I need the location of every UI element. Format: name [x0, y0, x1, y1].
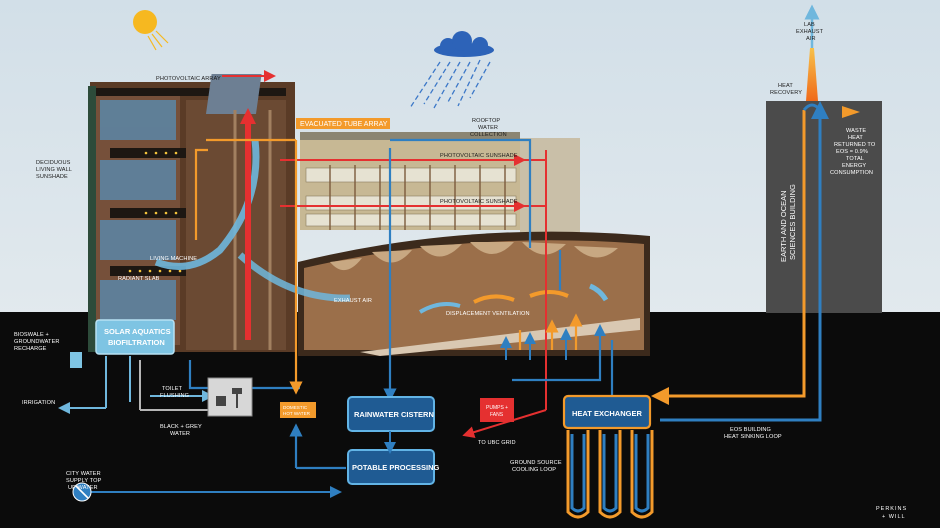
rain-cloud-icon — [409, 31, 494, 109]
label-toilet-1: TOILET — [162, 386, 183, 392]
waste-heat-flag-icon — [842, 106, 860, 118]
atrium-mullions — [329, 165, 506, 230]
label-toilet-2: FLUSHING — [160, 393, 189, 399]
label-solar-aquatics-1: SOLAR AQUATICS — [104, 327, 171, 336]
stack-heat-arrowhead — [240, 108, 256, 124]
label-pv-sunshade-1: PHOTOVOLTAIC SUNSHADE — [440, 153, 518, 159]
label-black-grey-2: WATER — [170, 431, 190, 437]
label-deciduous-1: DECIDUOUS — [36, 160, 71, 166]
label-evacuated-tube: EVACUATED TUBE ARRAY — [300, 121, 388, 128]
exhaust-stack — [806, 48, 818, 101]
label-waste-heat-7: CONSUMPTION — [830, 170, 873, 176]
label-waste-heat-5: TOTAL — [846, 156, 864, 162]
label-displacement-ventilation: DISPLACEMENT VENTILATION — [446, 311, 530, 317]
evacuated-tube-tag — [296, 118, 390, 129]
label-bioswale-3: RECHARGE — [14, 346, 47, 352]
pumps-fans-box — [480, 398, 514, 422]
label-deciduous-3: SUNSHADE — [36, 174, 68, 180]
eos-building-label: EARTH AND OCEAN SCIENCES BUILDING — [779, 184, 797, 262]
label-heat-recovery-1: HEAT — [778, 83, 793, 89]
label-pumps-2: FANS — [490, 412, 504, 418]
label-rooftop-3: COLLECTION — [470, 132, 507, 138]
heating-pipes — [194, 138, 583, 395]
heat-exchanger-box — [562, 394, 652, 430]
label-domestic-1: DOMESTIC — [283, 405, 308, 410]
label-living-machine: LIVING MACHINE — [150, 256, 197, 262]
label-waste-heat-2: HEAT — [848, 135, 863, 141]
label-bioswale-1: BIOSWALE + — [14, 332, 49, 338]
hall-vaults — [330, 242, 618, 271]
evacuated-tube-roof — [300, 132, 520, 140]
water-meter-needle — [75, 485, 89, 499]
atrium-windows — [305, 167, 517, 227]
solar-aquatics-tank — [95, 319, 175, 355]
label-pv-sunshade-2: PHOTOVOLTAIC SUNSHADE — [440, 199, 518, 205]
water-pipes — [188, 138, 614, 470]
label-domestic-2: HOT WATER — [283, 411, 311, 416]
pv-arrows — [300, 154, 526, 212]
label-eos-loop-1: EOS BUILDING — [730, 427, 771, 433]
label-lab-exhaust-2: EXHAUST — [796, 29, 824, 35]
label-exhaust-air: EXHAUST AIR — [334, 298, 372, 304]
label-ground-source-2: COOLING LOOP — [512, 467, 556, 473]
label-deciduous-2: LIVING WALL — [36, 167, 72, 173]
hall-air-2 — [418, 302, 461, 314]
label-heat-recovery-2: RECOVERY — [770, 90, 802, 96]
bioswale-well — [70, 352, 82, 368]
radiant-slab-dots — [128, 151, 182, 273]
perkins-will-logo-2: + WILL — [882, 514, 906, 520]
label-heat-exchanger: HEAT EXCHANGER — [572, 409, 642, 418]
exhaust-air-flow — [237, 252, 351, 302]
label-radiant-slab: RADIANT SLAB — [118, 276, 160, 282]
label-city-water-3: UP WATER — [68, 485, 98, 491]
label-waste-heat-1: WASTE — [846, 128, 866, 134]
photovoltaic-array — [205, 74, 262, 114]
label-rainwater-cistern: RAINWATER CISTERN — [354, 410, 434, 419]
main-windows — [100, 100, 176, 320]
label-lab-exhaust-3: AIR — [806, 36, 816, 42]
washroom-fixtures — [207, 377, 253, 417]
perkins-will-logo-1: PERKINS — [876, 506, 907, 512]
eos-heat-loop-orange — [651, 110, 806, 405]
label-to-ubc-grid: TO UBC GRID — [478, 440, 516, 446]
sun-icon — [133, 10, 169, 51]
label-pumps-1: PUMPS + — [486, 405, 508, 411]
supply-air-flow — [154, 139, 260, 270]
hall-warm-air-1 — [473, 294, 515, 304]
label-photovoltaic-array: PHOTOVOLTAIC ARRAY — [156, 76, 221, 82]
label-eos-loop-2: HEAT SINKING LOOP — [724, 434, 782, 440]
label-potable-processing: POTABLE PROCESSING — [352, 463, 440, 472]
toilet-icon — [216, 388, 242, 408]
label-waste-heat-6: ENERGY — [842, 163, 866, 169]
blackwater-line — [139, 360, 208, 411]
label-city-water-1: CITY WATER — [66, 471, 101, 477]
label-lab-exhaust-1: LAB — [804, 22, 815, 28]
label-waste-heat-4: EOS = 0.9% — [836, 149, 868, 155]
label-irrigation: IRRIGATION — [22, 400, 55, 406]
label-waste-heat-3: RETURNED TO — [834, 142, 876, 148]
label-solar-aquatics-2: BIOFILTRATION — [108, 338, 165, 347]
hall-air-1 — [588, 283, 609, 302]
label-rooftop-1: ROOFTOP — [472, 118, 500, 124]
label-city-water-2: SUPPLY TOP — [66, 478, 102, 484]
eos-building — [766, 101, 882, 313]
hall-warm-air-2 — [529, 290, 569, 298]
label-bioswale-2: GROUNDWATER — [14, 339, 60, 345]
label-eos-building-1: EARTH AND OCEAN — [779, 190, 788, 262]
hall-supply-arrows — [500, 324, 606, 360]
eos-heat-loop-blue — [660, 101, 829, 422]
domestic-hot-water-box — [280, 402, 316, 418]
living-wall-plants — [88, 86, 96, 352]
label-ground-source-1: GROUND SOURCE — [510, 460, 562, 466]
label-eos-building-2: SCIENCES BUILDING — [788, 184, 797, 260]
label-black-grey-1: BLACK + GREY — [160, 424, 202, 430]
greywater-lines — [58, 356, 131, 414]
ground-source-loops — [566, 430, 654, 519]
label-rooftop-2: WATER — [478, 125, 498, 131]
